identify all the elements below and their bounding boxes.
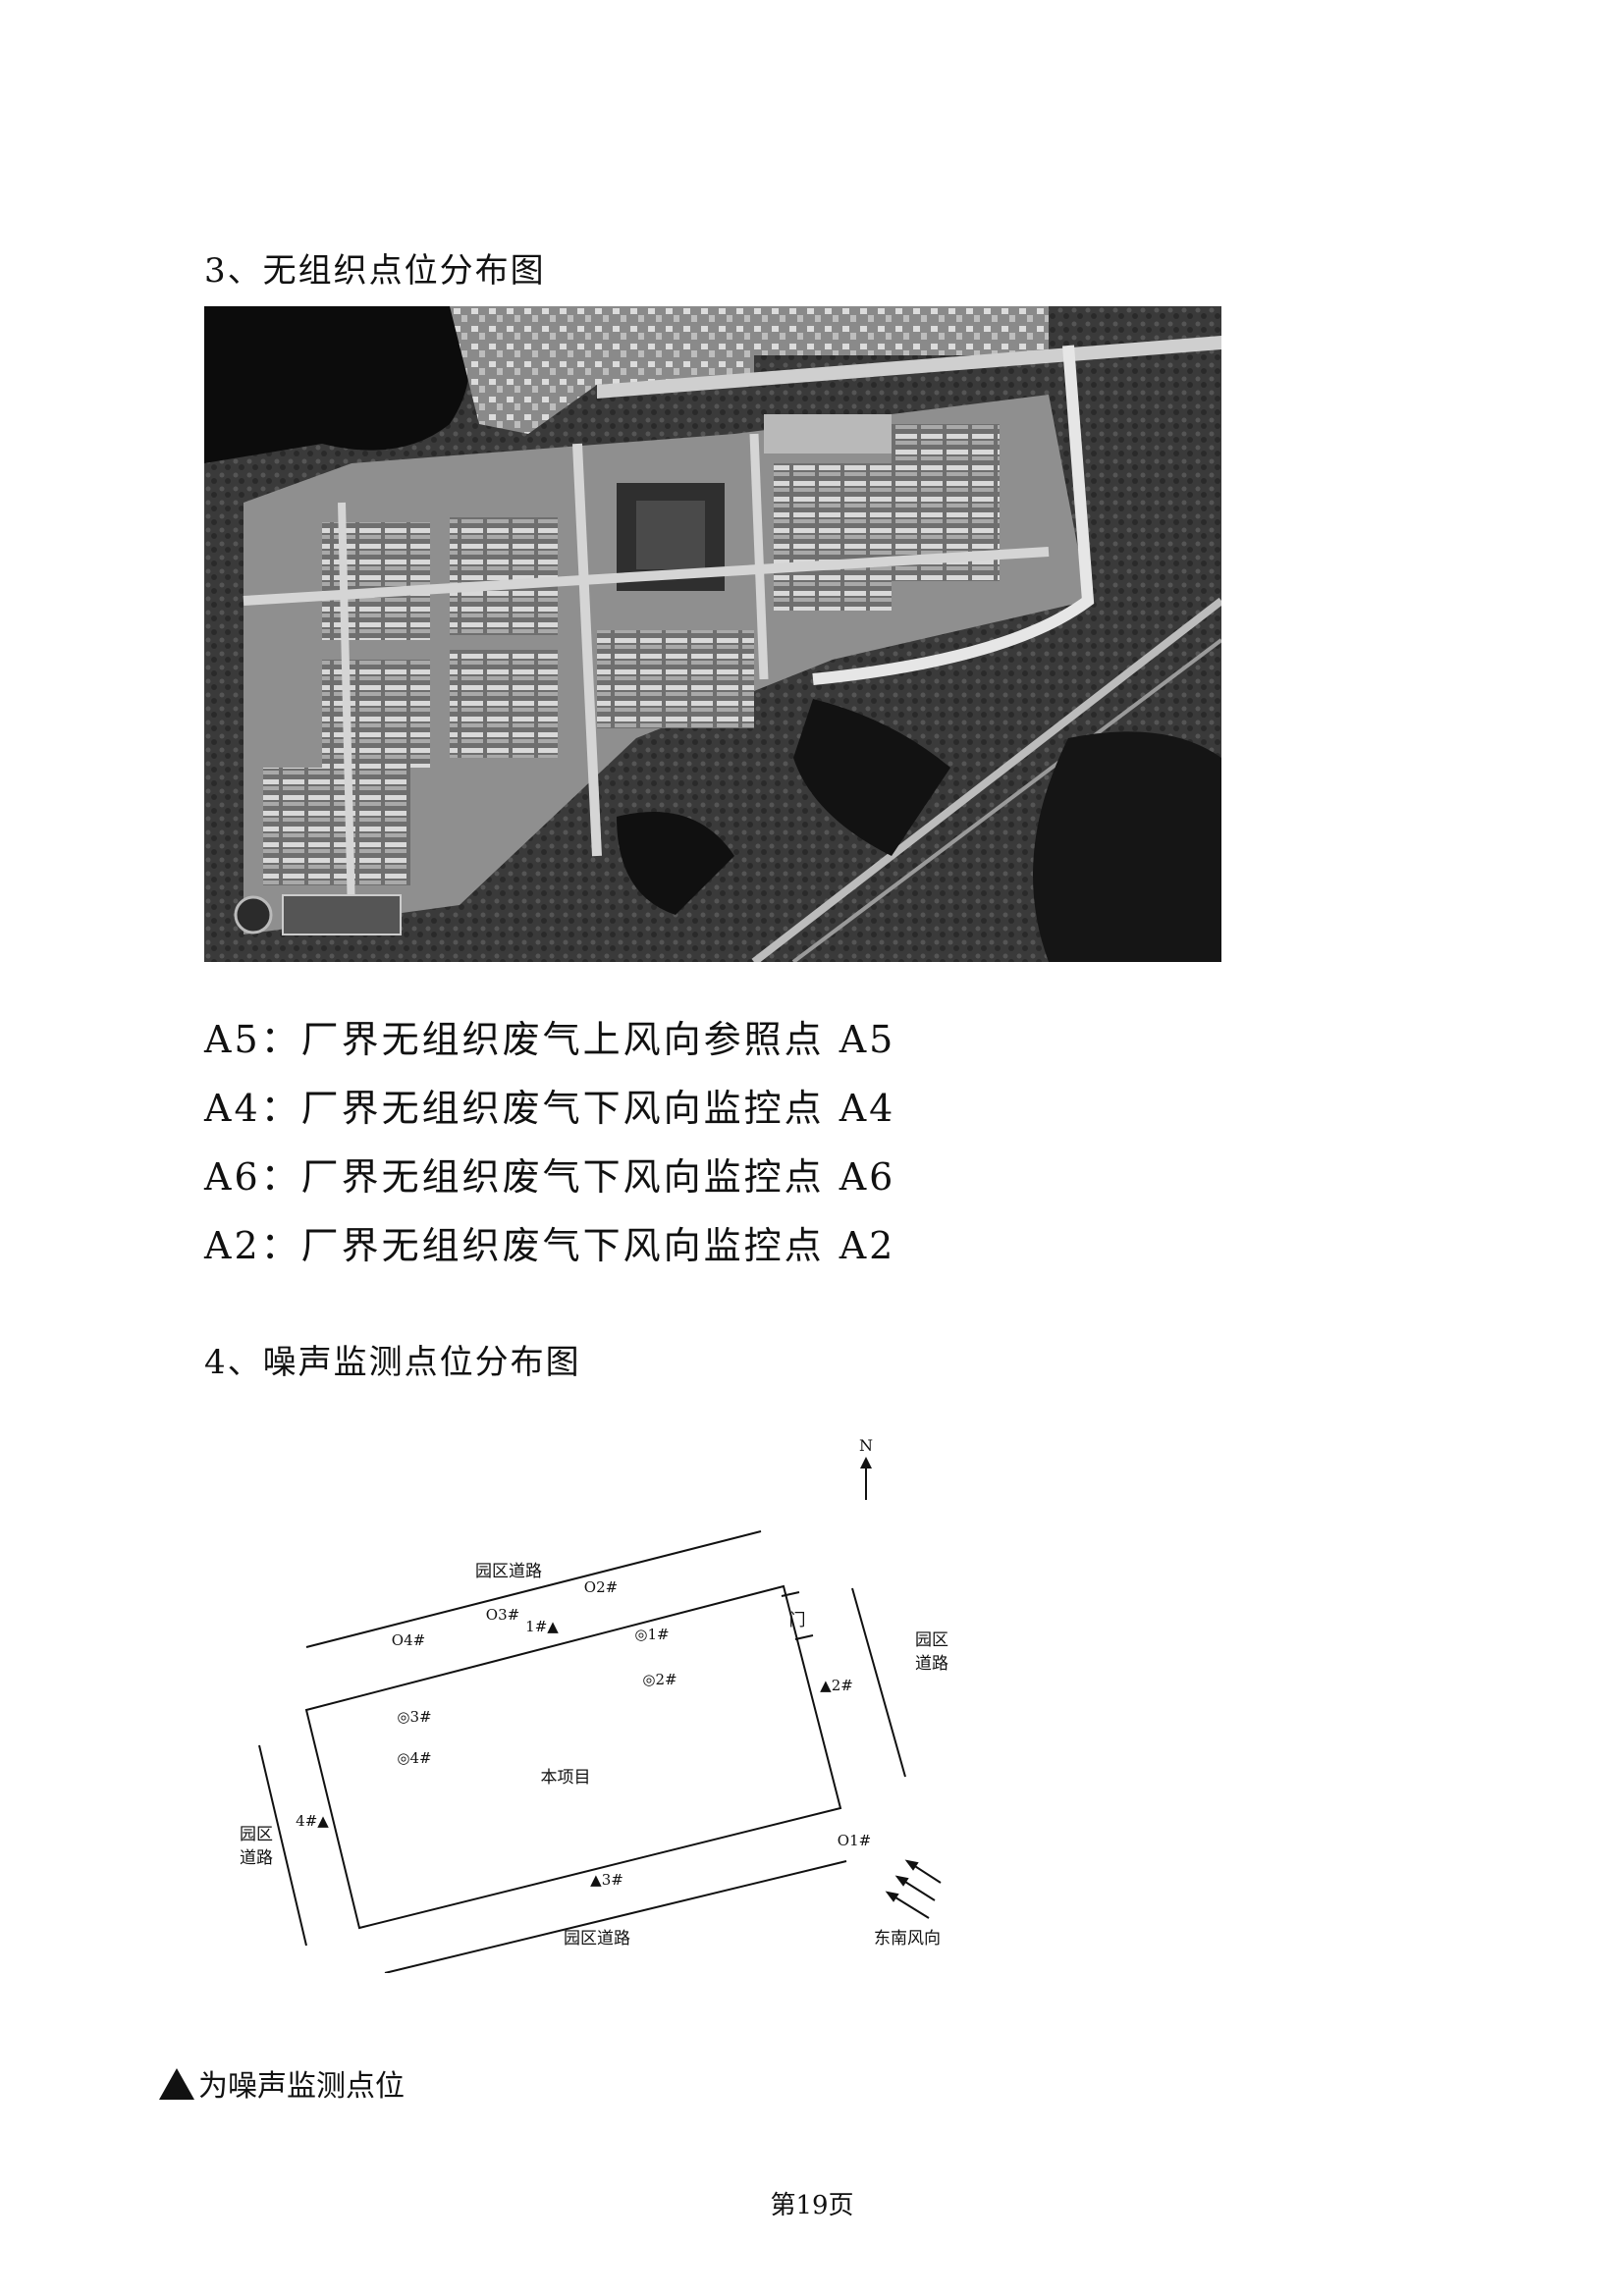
gate-label: 门 [789, 1611, 806, 1630]
point-o4-outer: O4# [392, 1631, 425, 1649]
road-top-label: 园区道路 [475, 1562, 542, 1581]
noise-point-4: 4#▲ [296, 1812, 329, 1830]
aerial-photo [204, 306, 1221, 962]
road-right-label-2: 道路 [915, 1654, 948, 1674]
project-boundary [304, 1584, 842, 1930]
point-o3-outer: O3# [486, 1606, 519, 1624]
legend-line-a4: A4：厂界无组织废气下风向监控点 A4 [204, 1087, 896, 1130]
gate-mark-top [781, 1591, 800, 1597]
point-o1-outer: O1# [838, 1832, 871, 1849]
project-label: 本项目 [541, 1768, 591, 1788]
legend-line-a5: A5：厂界无组织废气上风向参照点 A5 [204, 1018, 896, 1061]
road-bottom-line [384, 1860, 847, 1974]
road-bottom-label: 园区道路 [564, 1929, 630, 1949]
legend-line-a2: A2：厂界无组织废气下风向监控点 A2 [204, 1224, 896, 1267]
north-label: N [859, 1436, 873, 1455]
noise-point-1: 1#▲ [525, 1618, 559, 1635]
road-right-line [851, 1587, 906, 1778]
legend-line-a6: A6：厂界无组织废气下风向监控点 A6 [204, 1155, 896, 1199]
wind-arrows-icon [885, 1859, 942, 1919]
triangle-icon [159, 2068, 194, 2100]
north-arrowhead-icon [860, 1457, 872, 1468]
page-number: 第19页 [770, 2191, 854, 2220]
section4-heading: 4、噪声监测点位分布图 [204, 1343, 581, 1382]
noise-point-3: ▲3# [590, 1871, 623, 1889]
gate-mark-bottom [794, 1634, 814, 1640]
point-o2-outer: O2# [584, 1578, 618, 1596]
noise-map-svg: N 园区道路 园区 道路 园区 道路 园区道路 本项目 门 O2# O3# O4… [240, 1436, 948, 1974]
road-right-label-1: 园区 [915, 1630, 948, 1650]
point-g4: ◎4# [397, 1749, 431, 1767]
road-left-label-1: 园区 [240, 1825, 273, 1844]
point-g1: ◎1# [634, 1626, 669, 1643]
noise-legend: 为噪声监测点位 [159, 2061, 405, 2105]
point-g3: ◎3# [397, 1708, 431, 1726]
point-g2: ◎2# [642, 1671, 677, 1688]
road-left-line [258, 1744, 307, 1947]
aerial-photo-svg [204, 306, 1221, 962]
section3-heading: 3、无组织点位分布图 [204, 251, 546, 291]
noise-point-2: ▲2# [820, 1677, 853, 1694]
noise-legend-text: 为噪声监测点位 [198, 2069, 405, 2104]
road-top-line [305, 1530, 762, 1648]
noise-monitoring-map: N 园区道路 园区 道路 园区 道路 园区道路 本项目 门 O2# O3# O4… [196, 1414, 982, 1974]
road-left-label-2: 道路 [240, 1848, 273, 1868]
wind-direction-label: 东南风向 [874, 1929, 941, 1949]
